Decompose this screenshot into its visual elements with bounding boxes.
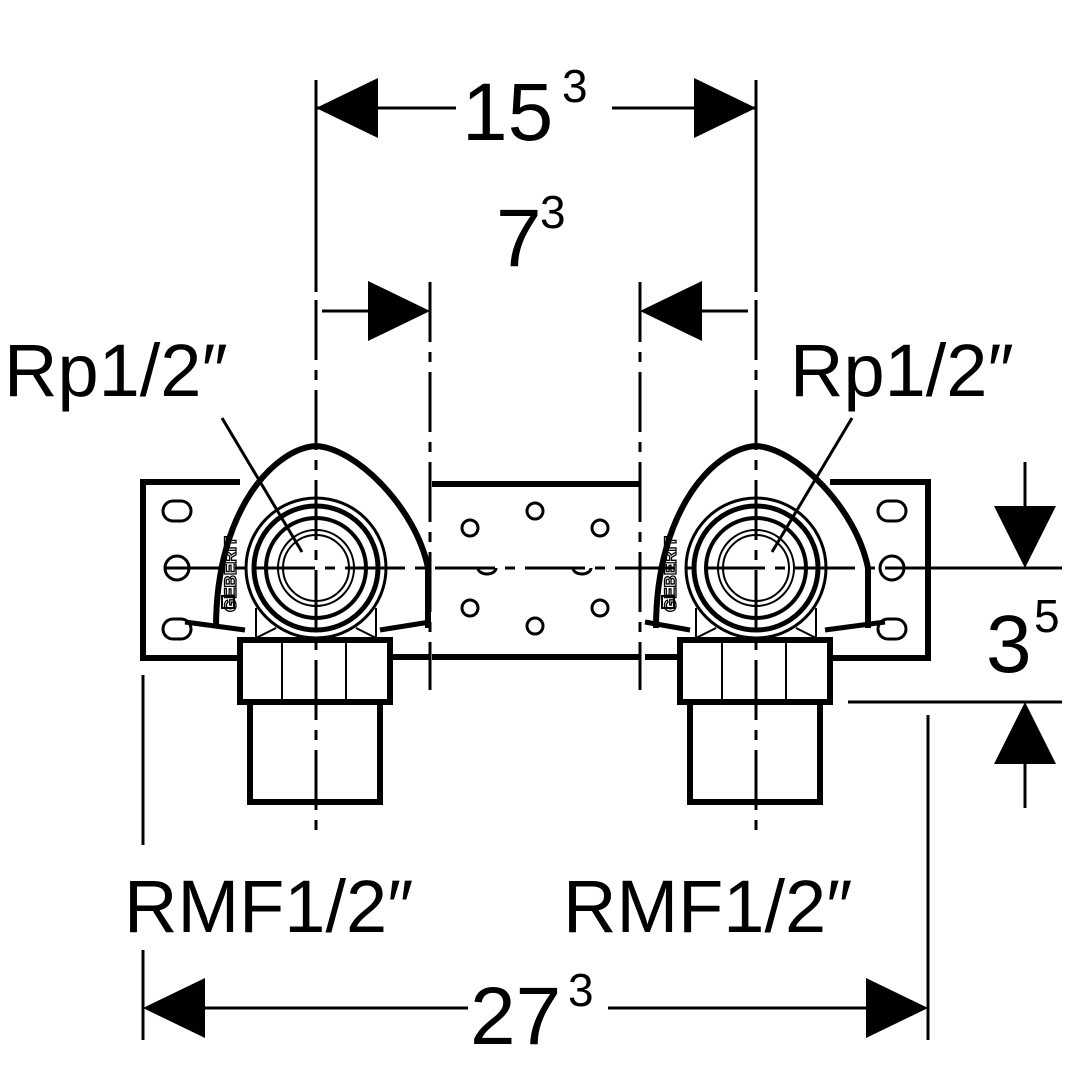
plate-holes xyxy=(460,501,610,636)
fitting-left: GEBERIT xyxy=(216,446,428,802)
mounting-slots-right xyxy=(876,499,908,641)
connection-label-left: RMF1/2″ xyxy=(124,865,413,948)
brand-mark-left: GEBERIT xyxy=(221,536,240,612)
dimension-value-outlet-spacing: 15 xyxy=(462,67,553,158)
dimension-outlet-spacing: 15 3 xyxy=(314,60,758,292)
fitting-right: GEBERIT xyxy=(656,446,868,802)
dimension-exponent-overall-width: 3 xyxy=(568,964,594,1016)
dimension-exponent-connector-offset: 3 xyxy=(540,186,566,238)
mounting-slots-left xyxy=(161,499,193,641)
dimension-connector-offset: 7 3 xyxy=(322,186,748,341)
center-lines xyxy=(165,282,935,830)
dimension-exponent-plate-offset: 5 xyxy=(1034,590,1060,642)
dimension-value-connector-offset: 7 xyxy=(496,193,542,284)
mounting-plate xyxy=(140,479,931,661)
thread-label-left: Rp1/2″ xyxy=(4,329,228,412)
thread-label-right: Rp1/2″ xyxy=(790,329,1014,412)
dimension-value-overall-width: 27 xyxy=(470,971,561,1062)
connection-label-right: RMF1/2″ xyxy=(563,865,852,948)
dimension-exponent-outlet-spacing: 3 xyxy=(562,60,588,112)
thread-label-left-group: Rp1/2″ xyxy=(4,329,304,553)
thread-label-right-group: Rp1/2″ xyxy=(770,329,1014,553)
dimension-plate-offset: 3 5 xyxy=(848,462,1062,808)
brand-mark-right: GEBERIT xyxy=(661,536,680,612)
dimension-value-plate-offset: 3 xyxy=(986,599,1032,690)
dimension-overall-width: 27 3 xyxy=(141,675,930,1062)
